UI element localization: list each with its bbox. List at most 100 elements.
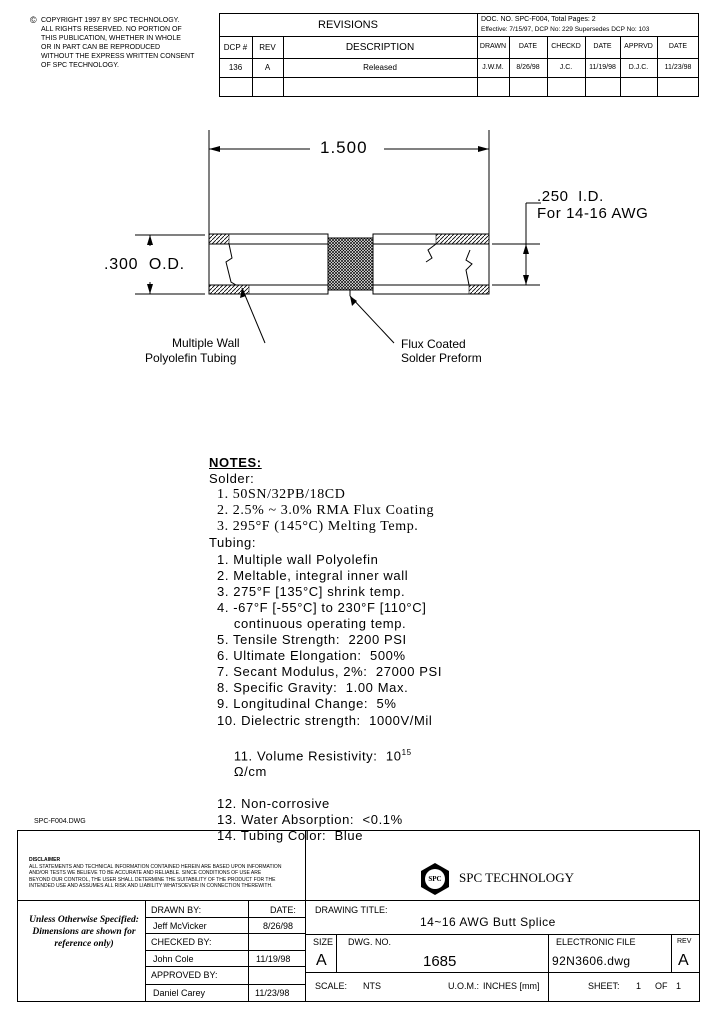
sheet-label: SHEET: xyxy=(588,981,620,991)
header-description: DESCRIPTION xyxy=(345,41,415,53)
tubing-note: 8. Specific Gravity: 1.00 Max. xyxy=(217,680,409,696)
approved-by: Daniel Carey xyxy=(153,988,206,998)
dwg-no-label: DWG. NO. xyxy=(348,937,391,947)
approved-date: 11/23/98 xyxy=(255,988,290,998)
tubing-label: Multiple Wall xyxy=(172,336,240,350)
revision-dcp: 136 xyxy=(228,63,243,72)
uom-label: U.O.M.: xyxy=(448,981,479,991)
title-block xyxy=(17,830,700,1002)
revisions-title: REVISIONS xyxy=(318,18,378,31)
solder-note: 2. 2.5% ~ 3.0% RMA Flux Coating xyxy=(217,503,435,519)
tubing-note: 2. Meltable, integral inner wall xyxy=(217,567,409,583)
disclaimer: DISCLAIMER ALL STATEMENTS AND TECHNICAL … xyxy=(29,857,281,890)
solder-note: 1. 50SN/32PB/18CD xyxy=(217,487,346,503)
resistivity-exponent: 15 xyxy=(401,747,412,757)
doc-info: Effective: 7/15/97, DCP No: 229 Supersed… xyxy=(481,26,650,33)
doc-info: DOC. NO. SPC-F004, Total Pages: 2 xyxy=(481,16,596,23)
drawing-title-label: DRAWING TITLE: xyxy=(315,905,388,915)
approved-by-label: APPROVED BY: xyxy=(151,970,218,980)
disclaimer-title: DISCLAIMER xyxy=(29,857,61,863)
tubing-note: 1. Multiple wall Polyolefin xyxy=(217,551,379,567)
drawn-date-label: DATE: xyxy=(270,905,296,915)
tubing-note: 10. Dielectric strength: 1000V/Mil xyxy=(217,712,433,728)
efile: 92N3606.dwg xyxy=(552,954,631,968)
disclaimer-line: BEYOND OUR CONTROL, THE USER SHALL DETER… xyxy=(29,876,276,883)
scale-label: SCALE: xyxy=(315,981,348,991)
header-checkd: CHECKD xyxy=(551,43,581,50)
efile-label: ELECTRONIC FILE xyxy=(556,937,636,947)
drawn-by-label: DRAWN BY: xyxy=(151,905,202,915)
checked-by-label: CHECKED BY: xyxy=(151,937,212,947)
tubing-note: 3. 275°F [135°C] shrink temp. xyxy=(217,583,406,599)
header-date: DATE xyxy=(668,43,688,50)
header-drawn: DRAWN xyxy=(479,43,507,50)
tubing-label: Polyolefin Tubing xyxy=(145,351,237,365)
awg-range: For 14-16 AWG xyxy=(537,205,649,222)
od-dimension: .300 O.D. xyxy=(104,256,185,273)
drawing-title: 14~16 AWG Butt Splice xyxy=(420,915,556,929)
drawn-by: Jeff McVicker xyxy=(153,921,207,931)
revision-approved: D.J.C. xyxy=(628,63,649,71)
sheets-total: 1 xyxy=(676,981,682,991)
copyright-line: COPYRIGHT 1997 BY SPC TECHNOLOGY. xyxy=(41,17,180,24)
disclaimer-line: AND/OR TESTS WE BELIEVE TO BE ACCURATE A… xyxy=(29,870,262,876)
tubing-note: 6. Ultimate Elongation: 500% xyxy=(217,648,406,664)
disclaimer-line: INTENDED USE AND ASSUMES ALL RISK AND LI… xyxy=(29,883,273,889)
id-dimension: .250 I.D. xyxy=(537,188,604,205)
header-rev: REV xyxy=(259,42,276,52)
revision-drawn-date: 8/26/98 xyxy=(516,63,540,71)
tubing-note: 12. Non-corrosive xyxy=(217,796,330,812)
copyright-line: OR IN PART CAN BE REPRODUCED xyxy=(41,44,161,51)
revision-checked-date: 11/19/98 xyxy=(589,63,616,71)
company-name: SPC TECHNOLOGY xyxy=(459,870,574,885)
drawn-date: 8/26/98 xyxy=(263,921,294,931)
header-date: DATE xyxy=(593,43,612,50)
header-apprvd: APPRVD xyxy=(624,43,653,50)
copyright-line: OF SPC TECHNOLOGY. xyxy=(41,62,119,69)
notes-heading: NOTES: xyxy=(209,455,262,470)
sheet-value: 1 xyxy=(636,981,642,991)
tubing-note: continuous operating temp. xyxy=(217,615,407,631)
rev-label: REV xyxy=(677,938,692,945)
unless-note: Unless Otherwise Specified: Dimensions a… xyxy=(29,915,139,949)
preform-label: Flux Coated xyxy=(401,337,466,351)
checked-date: 11/19/98 xyxy=(256,954,291,964)
copyright-symbol: © xyxy=(30,15,37,25)
copyright-line: ALL RIGHTS RESERVED. NO PORTION OF xyxy=(41,26,182,33)
revision-checked: J.C. xyxy=(559,63,573,71)
tubing-note: 5. Tensile Strength: 2200 PSI xyxy=(217,632,407,648)
logo-text: SPC xyxy=(428,875,442,883)
rev-value: A xyxy=(678,952,689,969)
notes-section: NOTES: Solder: 1. 50SN/32PB/18CD 2. 2.5%… xyxy=(209,455,509,845)
revision-description: Released xyxy=(363,63,397,72)
size-label: SIZE xyxy=(313,937,334,947)
dwg-no: 1685 xyxy=(423,953,457,970)
tubing-note: 11. Volume Resistivity: 10 xyxy=(233,748,402,764)
checked-by: John Cole xyxy=(153,954,194,964)
splice-drawing xyxy=(135,130,541,344)
length-dimension: 1.500 xyxy=(320,138,368,157)
revision-drawn: J.W.M. xyxy=(482,63,504,71)
copyright-line: WITHOUT THE EXPRESS WRITTEN CONSENT xyxy=(41,53,195,60)
tubing-note: 4. -67°F [-55°C] to 230°F [110°C] xyxy=(217,599,427,615)
tubing-note: 9. Longitudinal Change: 5% xyxy=(217,696,397,712)
revision-rev: A xyxy=(264,63,271,72)
header-dcp: DCP # xyxy=(223,42,248,52)
solder-note: 3. 295°F (145°C) Melting Temp. xyxy=(217,519,419,535)
size-value: A xyxy=(316,952,327,969)
company-logo: SPC xyxy=(418,862,452,896)
scale-value: NTS xyxy=(363,981,381,991)
tubing-note-resistivity: 11. Volume Resistivity: 1015 Ω/cm xyxy=(209,729,509,797)
disclaimer-line: ALL STATEMENTS AND TECHNICAL INFORMATION… xyxy=(29,863,282,870)
resistivity-unit: Ω/cm xyxy=(233,764,267,780)
tubing-title: Tubing: xyxy=(209,535,257,551)
uom-value: INCHES [mm] xyxy=(483,981,540,991)
preform-label: Solder Preform xyxy=(401,351,482,365)
tubing-note: 7. Secant Modulus, 2%: 27000 PSI xyxy=(217,664,443,680)
form-id: SPC-F004.DWG xyxy=(34,818,86,825)
copyright-line: THIS PUBLICATION, WHETHER IN WHOLE xyxy=(41,35,181,42)
tubing-note: 13. Water Absorption: <0.1% xyxy=(217,812,403,828)
revisions-table xyxy=(219,13,699,97)
solder-title: Solder: xyxy=(209,471,255,487)
tubing-note: 14. Tubing Color: Blue xyxy=(217,828,364,844)
